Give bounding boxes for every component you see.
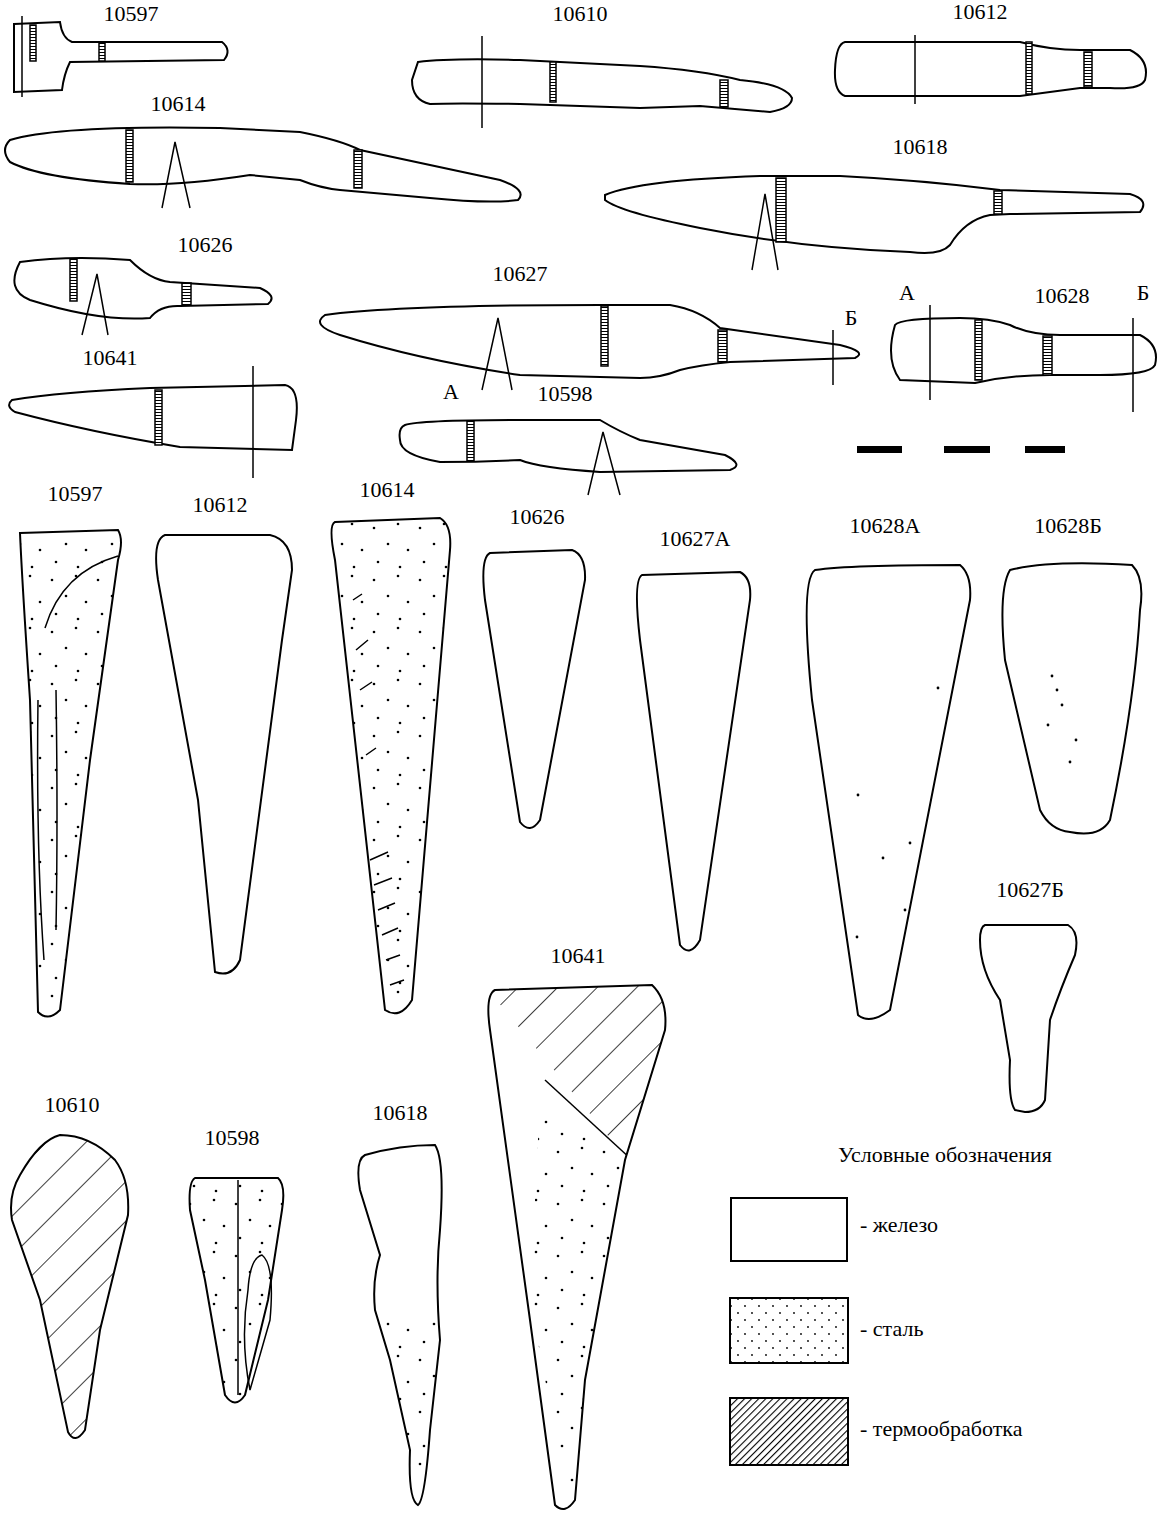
specimen-number: 10597 bbox=[48, 482, 103, 506]
specimen-number: 10628А bbox=[850, 514, 921, 538]
specimen-number: 10641 bbox=[83, 346, 138, 370]
specimen-number: 10641 bbox=[551, 944, 606, 968]
specimen-number: 10627Б bbox=[996, 878, 1064, 902]
specimen-number: 10610 bbox=[45, 1093, 100, 1117]
specimen-number: Б bbox=[1137, 281, 1150, 305]
specimen-number: 10612 bbox=[193, 493, 248, 517]
specimen-number: 10627А bbox=[660, 527, 731, 551]
specimen-number: А bbox=[443, 380, 459, 404]
specimen-number: 10628Б bbox=[1034, 514, 1102, 538]
specimen-number: 10614 bbox=[151, 92, 206, 116]
legend-title: Условные обозначения bbox=[838, 1143, 1052, 1167]
specimen-number: 10597 bbox=[104, 2, 159, 26]
specimen-number: 10598 bbox=[538, 382, 593, 406]
legend-text: - термообработка bbox=[860, 1417, 1022, 1441]
specimen-number: 10626 bbox=[178, 233, 233, 257]
legend-text: - сталь bbox=[860, 1317, 923, 1341]
specimen-number: 10598 bbox=[205, 1126, 260, 1150]
specimen-number: Б bbox=[845, 306, 858, 330]
specimen-number: 10628 bbox=[1035, 284, 1090, 308]
specimen-number: 10626 bbox=[510, 505, 565, 529]
specimen-number: 10610 bbox=[553, 2, 608, 26]
legend-text: - железо bbox=[860, 1213, 938, 1237]
legend-swatch bbox=[730, 1197, 848, 1262]
specimen-number: 10618 bbox=[373, 1101, 428, 1125]
specimen-number: 10627 bbox=[493, 262, 548, 286]
specimen-number: 10614 bbox=[360, 478, 415, 502]
specimen-number: А bbox=[899, 281, 915, 305]
specimen-number: 10618 bbox=[893, 135, 948, 159]
specimen-number: 10612 bbox=[953, 0, 1008, 24]
